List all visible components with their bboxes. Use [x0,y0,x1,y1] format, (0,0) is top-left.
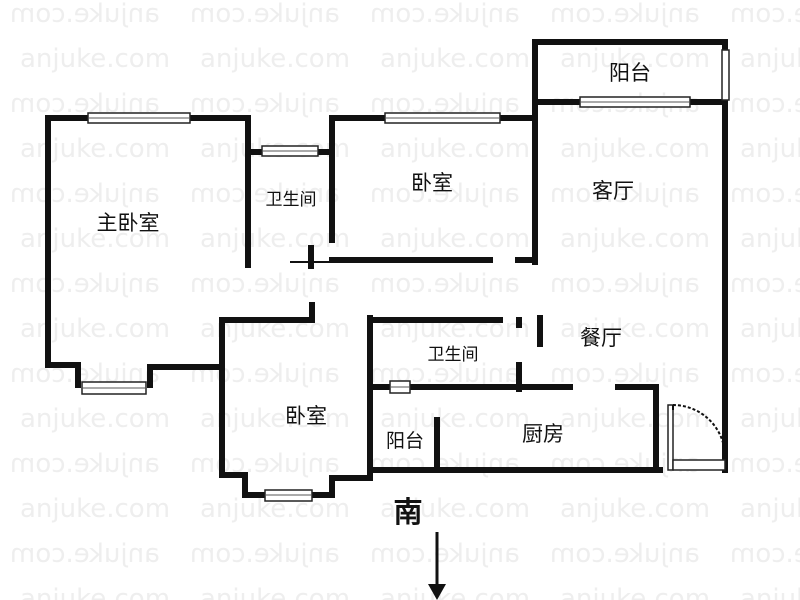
watermark-text: anjuke.com [20,584,170,600]
watermark-text: anjuke.com [730,0,800,29]
window-bathroom1 [261,145,319,157]
compass-label: 南 [393,495,422,529]
watermark-text: anjuke.com [20,494,170,524]
walls [45,39,728,498]
watermark-text: anjuke.com [200,224,350,254]
watermark-text: anjuke.com [740,494,800,524]
watermark-text: anjuke.com [740,584,800,600]
watermark-text: anjuke.com [740,224,800,254]
room-label-balcony-2: 阳台 [386,430,424,452]
watermark-text: anjuke.com [730,539,800,569]
watermark-text: anjuke.com [10,179,160,209]
watermark-text: anjuke.com [550,539,700,569]
watermark-text: anjuke.com [10,449,160,479]
watermark-text: anjuke.com [730,359,800,389]
watermark-text: anjuke.com [730,179,800,209]
room-label-bathroom-1: 卫生间 [266,190,317,210]
watermark-text: anjuke.com [380,584,530,600]
window-master-bedroom-bottom [81,381,147,395]
watermark-text: anjuke.com [380,44,530,74]
window-master-bedroom-top [87,112,191,124]
watermark-text: anjuke.com [380,404,530,434]
wall-master-bedroom [45,115,91,388]
watermark-text: anjuke.com [730,449,800,479]
watermark-text: anjuke.com [740,134,800,164]
watermark-text: anjuke.com [380,494,530,524]
watermark-text: anjuke.com [190,269,340,299]
watermark-text: anjuke.com [560,584,710,600]
watermark-text: anjuke.com [370,539,520,569]
watermark-text: anjuke.com [380,224,530,254]
watermark-text: anjuke.com [200,44,350,74]
watermark-text: anjuke.com [370,179,520,209]
window-bedroom1-top [384,112,501,124]
room-label-bedroom-2: 卧室 [285,404,327,428]
watermark-text: anjuke.com [730,269,800,299]
watermark-text: anjuke.com [550,0,700,29]
watermark-text: anjuke.com [560,44,710,74]
room-label-living-room: 客厅 [592,179,634,203]
room-label-bedroom-1: 卧室 [411,171,453,195]
watermark-text: anjuke.com [370,0,520,29]
watermark-text: anjuke.com [370,449,520,479]
watermark-text: anjuke.com [190,179,340,209]
room-label-balcony-1: 阳台 [609,61,651,85]
window-kitchen-right [667,404,726,471]
windows [81,49,730,502]
watermark-text: anjuke.com [740,314,800,344]
watermark-text: anjuke.com [560,494,710,524]
watermark-text: anjuke.com [560,224,710,254]
watermark-text: anjuke.com [200,404,350,434]
room-label-master-bedroom: 主卧室 [97,211,160,235]
wall-bedroom2-right [309,475,373,498]
watermark-text: anjuke.com [370,269,520,299]
watermark-text: anjuke.com [10,539,160,569]
watermark-text: anjuke.com [10,0,160,29]
window-bedroom2-bottom [264,489,313,502]
watermark-text: anjuke.com [190,449,340,479]
watermark-text: anjuke.com [730,89,800,119]
watermark-text: anjuke.com [20,404,170,434]
watermark-text: anjuke.com [550,269,700,299]
door-swing [672,404,726,458]
room-labels: 主卧室 卫生间 卧室 阳台 客厅 餐厅 卫生间 卧室 阳台 厨房 [97,61,652,452]
window-living-room-top [579,96,691,108]
watermark-text: anjuke.com [560,314,710,344]
watermark-text: anjuke.com [20,134,170,164]
compass: 南 [393,495,446,600]
watermark-text: anjuke.com [560,404,710,434]
window-balcony1-right [721,49,730,101]
watermark-text: anjuke.com [380,134,530,164]
watermark-text: anjuke.com [740,44,800,74]
watermark-text: anjuke.com [10,269,160,299]
watermark-text: anjuke.com [740,404,800,434]
watermark-text: anjuke.com [200,584,350,600]
south-arrow-icon [428,532,446,600]
watermark-text: anjuke.com [550,179,700,209]
watermark-text: anjuke.com [190,539,340,569]
room-label-kitchen: 厨房 [522,422,564,446]
watermark-text: anjuke.com [560,134,710,164]
watermark-text: anjuke.com [190,359,340,389]
watermark-text: anjuke.com [20,314,170,344]
watermark-text: anjuke.com [20,44,170,74]
window-bathroom2 [389,380,411,394]
wall-bedroom2-left [219,317,268,498]
room-label-bathroom-2: 卫生间 [428,345,479,365]
room-label-dining-room: 餐厅 [580,326,622,350]
watermark-text: anjuke.com [190,89,340,119]
watermark-text: anjuke.com [190,0,340,29]
